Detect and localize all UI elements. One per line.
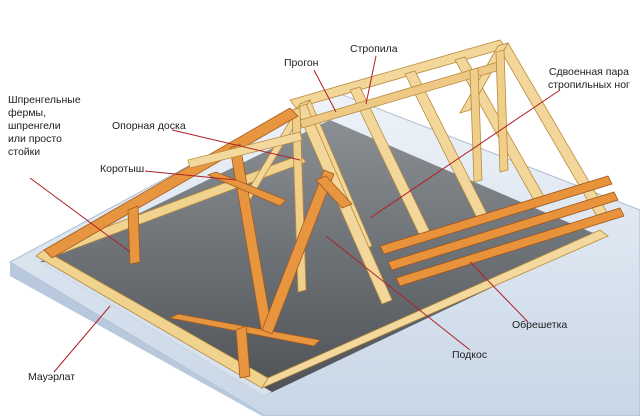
label-shprengel: Шпренгельные фермы, шпренгели или просто… <box>8 94 81 159</box>
label-mauerlat: Мауэрлат <box>28 371 75 384</box>
label-stropila: Стропила <box>350 43 398 56</box>
label-podkos: Подкос <box>452 349 487 362</box>
label-opornaya-doska: Опорная доска <box>112 120 186 133</box>
label-progon: Прогон <box>284 57 318 70</box>
label-obreshetka: Обрешетка <box>512 319 567 332</box>
label-korotysh: Коротыш <box>100 163 144 176</box>
label-sdvoennaya: Сдвоенная пара стропильных ног <box>548 66 630 92</box>
